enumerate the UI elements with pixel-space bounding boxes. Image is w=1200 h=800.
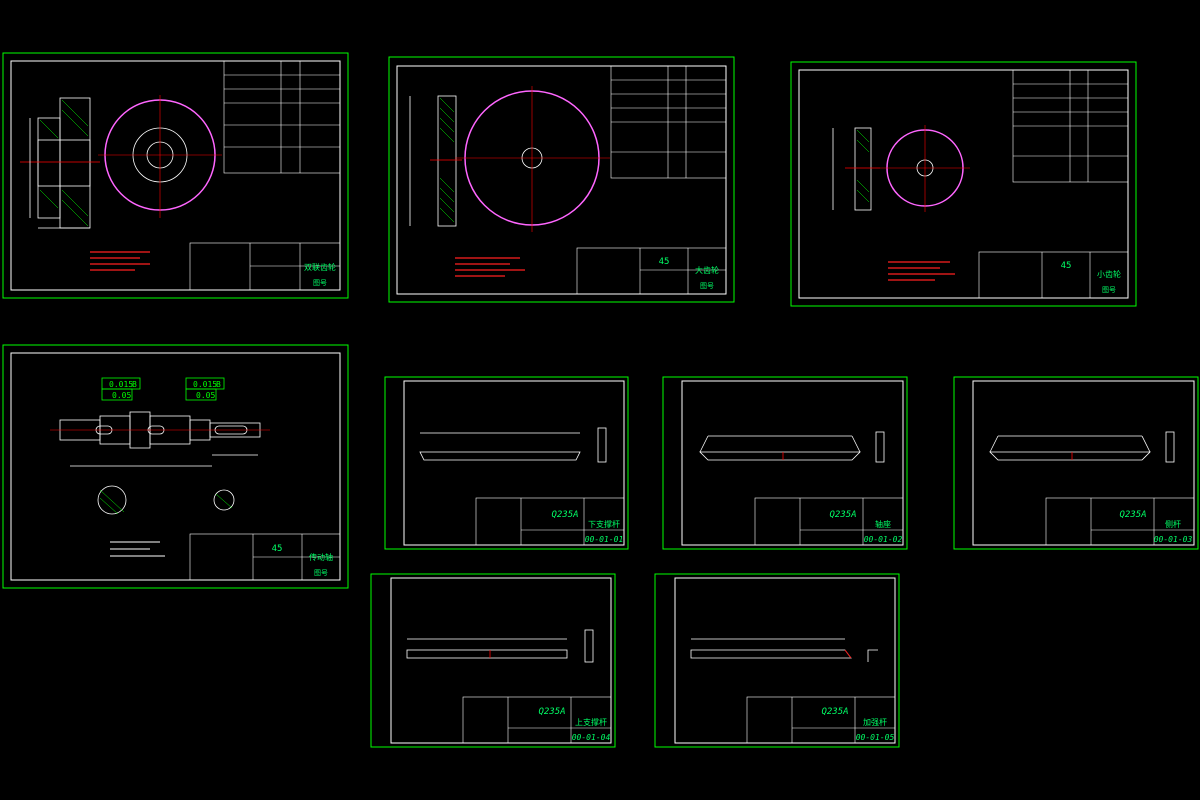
sheet-duplex-gear[interactable]: 双联齿轮 图号 — [2, 52, 349, 299]
title-block: 45 小齿轮 图号 — [978, 251, 1129, 299]
sheet-reinforcing-rod[interactable]: Q235A 加强杆 00-01-05 — [654, 573, 900, 748]
rod-view — [690, 638, 878, 662]
title-part-name: 下支撑杆 — [588, 519, 620, 529]
tech-requirements-notes — [110, 541, 165, 557]
title-block: Q235A 上支撑杆 00-01-04 — [462, 696, 612, 744]
gear-front-view — [98, 95, 222, 218]
gear-section-view — [409, 95, 462, 227]
gear-section-hatch — [856, 129, 870, 203]
sheet-large-gear[interactable]: 45 大齿轮 图号 — [388, 56, 735, 303]
sheet-side-rod[interactable]: Q235A 侧杆 00-01-03 — [953, 376, 1199, 550]
title-drawing-no: 00-01-01 — [585, 535, 624, 544]
title-drawing-no: 00-01-05 — [856, 733, 895, 742]
title-part-name: 侧杆 — [1165, 519, 1181, 529]
title-material: Q235A — [829, 510, 856, 520]
title-drawing-no: 图号 — [700, 282, 714, 290]
title-drawing-no: 00-01-04 — [572, 733, 611, 742]
rod-view — [406, 629, 594, 663]
tolerance-value: 0.05 — [112, 391, 131, 400]
tech-requirements-notes — [888, 261, 955, 281]
title-material: Q235A — [538, 707, 565, 717]
title-drawing-no: 图号 — [1102, 286, 1116, 294]
tech-requirements-notes — [455, 257, 525, 277]
sheet-drive-shaft[interactable]: 0.015 B 0.05 0.015 B 0.05 45 传动轴 — [2, 344, 349, 589]
title-material: Q235A — [821, 707, 848, 717]
title-material: 45 — [659, 257, 670, 267]
gear-section-hatch — [39, 99, 89, 227]
title-drawing-no: 00-01-02 — [864, 535, 903, 544]
tolerance-value: 0.015 — [193, 380, 217, 389]
title-material: 45 — [1061, 261, 1072, 271]
tolerance-value: 0.05 — [196, 391, 215, 400]
gear-section-view — [832, 127, 880, 211]
rod-view — [419, 427, 607, 463]
title-block: Q235A 加强杆 00-01-05 — [746, 696, 896, 744]
title-block: Q235A 侧杆 00-01-03 — [1045, 497, 1195, 546]
gear-front-view — [455, 86, 610, 232]
title-part-name: 轴座 — [875, 519, 891, 529]
title-material: Q235A — [1119, 510, 1146, 520]
sheet-lower-support-rod[interactable]: Q235A 下支撑杆 00-01-01 — [384, 376, 629, 550]
title-block: 45 传动轴 图号 — [189, 533, 341, 581]
title-block: 45 大齿轮 图号 — [576, 247, 727, 295]
title-block: Q235A 下支撑杆 00-01-01 — [475, 497, 625, 546]
tolerance-value: 0.015 — [109, 380, 133, 389]
shaft-tolerance-frames: 0.015 B 0.05 0.015 B 0.05 — [101, 377, 225, 401]
rod-view — [989, 431, 1175, 463]
title-drawing-no: 图号 — [313, 279, 327, 287]
sheet-small-gear[interactable]: 45 小齿轮 图号 — [790, 61, 1137, 307]
gear-front-view — [880, 125, 970, 212]
gear-section-hatch — [439, 97, 455, 223]
title-part-name: 上支撑杆 — [575, 717, 607, 727]
sheet-shaft-seat[interactable]: Q235A 轴座 00-01-02 — [662, 376, 908, 550]
title-part-name: 双联齿轮 — [304, 262, 336, 272]
title-part-name: 传动轴 — [309, 552, 333, 562]
tech-requirements-notes — [90, 251, 150, 271]
tolerance-datum: B — [216, 380, 221, 389]
shaft-section-views — [97, 485, 235, 515]
tolerance-datum: B — [132, 380, 137, 389]
title-part-name: 小齿轮 — [1097, 269, 1121, 279]
shaft-main-view — [50, 411, 270, 467]
gear-section-view — [20, 97, 100, 229]
title-block: 双联齿轮 图号 — [189, 242, 341, 291]
title-drawing-no: 图号 — [314, 569, 328, 577]
sheet-upper-support-rod[interactable]: Q235A 上支撑杆 00-01-04 — [370, 573, 616, 748]
title-part-name: 加强杆 — [863, 717, 887, 727]
rod-view — [699, 431, 885, 463]
gear-parameter-table — [223, 60, 341, 174]
title-block: Q235A 轴座 00-01-02 — [754, 497, 904, 546]
gear-parameter-table — [1012, 69, 1129, 183]
title-material: 45 — [272, 544, 283, 554]
title-material: Q235A — [551, 510, 578, 520]
title-part-name: 大齿轮 — [695, 265, 719, 275]
title-drawing-no: 00-01-03 — [1154, 535, 1193, 544]
gear-parameter-table — [610, 65, 727, 179]
